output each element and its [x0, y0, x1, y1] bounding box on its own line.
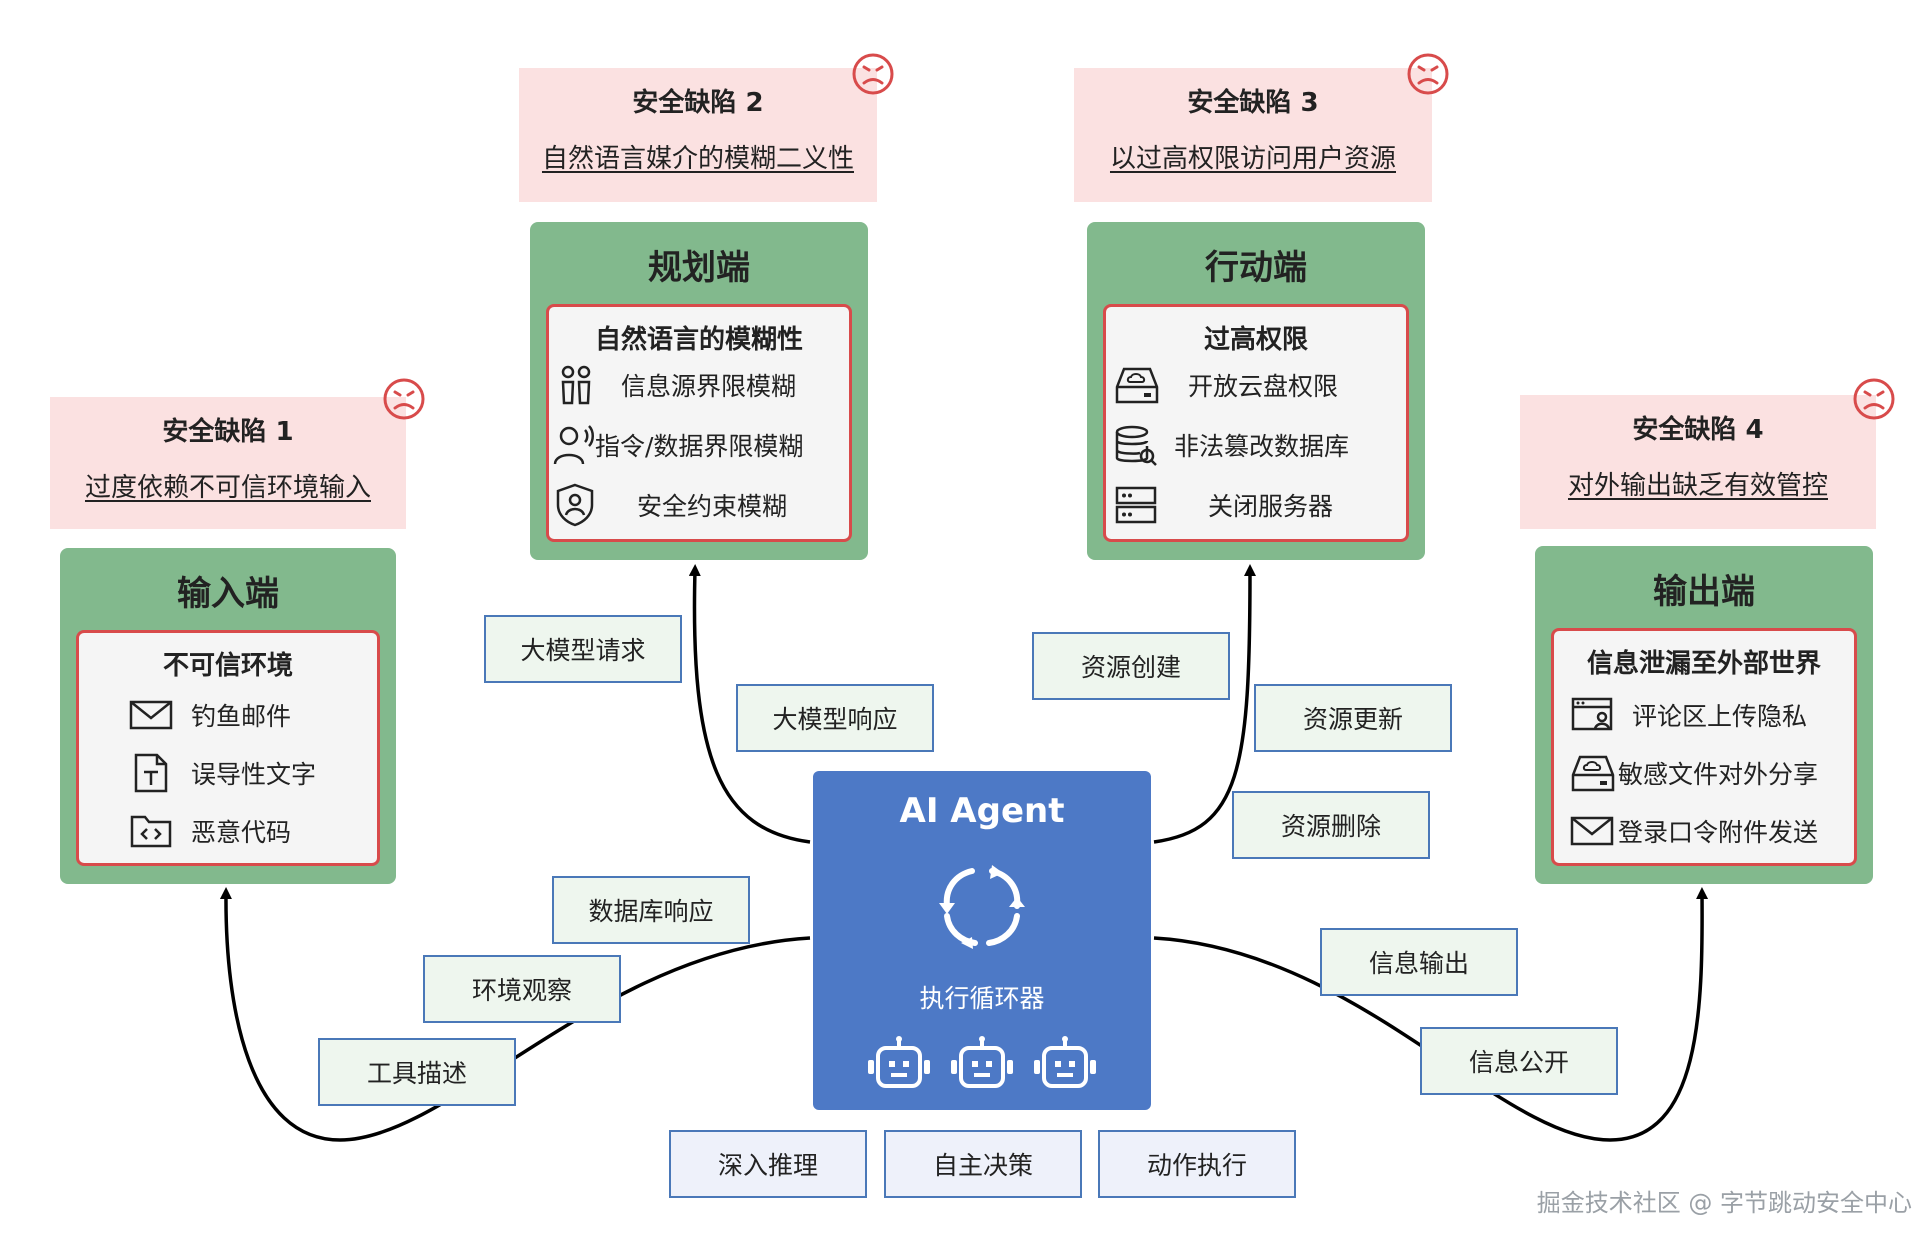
robot-icon [868, 1036, 930, 1088]
robot-icon [951, 1036, 1013, 1088]
panel-title: 规划端 [648, 248, 750, 288]
arrow-to-action [1153, 564, 1256, 844]
defect-description: 过度依赖不可信环境输入 [84, 473, 371, 503]
list-item: 非法篡改数据库 [1106, 423, 1406, 467]
browser-user-icon [1571, 697, 1613, 731]
action-panel: 行动端 过高权限 开放云盘权限 非法篡改数据库 [1087, 222, 1425, 560]
text-file-icon [134, 753, 168, 793]
list-item: 信息源界限模糊 [549, 363, 849, 407]
planning-panel: 规划端 自然语言的模糊性 信息源界限模糊 指令/数据界限模糊 [530, 222, 868, 560]
item-label: 恶意代码 [191, 818, 292, 847]
tag-info-public: 信息公开 [1420, 1027, 1618, 1095]
list-item: 指令/数据界限模糊 [549, 423, 849, 467]
inner-title: 不可信环境 [162, 651, 293, 681]
agent-loop-label: 执行循环器 [919, 984, 1045, 1013]
defect-title: 安全缺陷 1 [162, 417, 294, 447]
item-label: 非法篡改数据库 [1174, 432, 1350, 461]
defect-title: 安全缺陷 2 [632, 88, 764, 118]
list-item: 开放云盘权限 [1106, 363, 1406, 407]
voice-user-icon [553, 425, 594, 465]
panel-inner-box: 过高权限 开放云盘权限 非法篡改数据库 [1103, 304, 1409, 542]
item-label: 开放云盘权限 [1188, 372, 1339, 401]
security-defect-1: 安全缺陷 1 过度依赖不可信环境输入 [50, 397, 406, 529]
item-label: 评论区上传隐私 [1632, 702, 1808, 731]
shield-user-icon [556, 483, 594, 527]
arrow-to-input [219, 887, 811, 1142]
defect-title: 安全缺陷 4 [1632, 415, 1764, 445]
database-search-icon [1115, 425, 1157, 466]
code-folder-icon [130, 815, 172, 848]
defect-title: 安全缺陷 3 [1187, 88, 1319, 118]
inner-title: 信息泄漏至外部世界 [1586, 649, 1821, 679]
list-item: 误导性文字 [79, 751, 377, 795]
envelope-icon [1570, 816, 1614, 846]
item-label: 误导性文字 [191, 760, 317, 789]
watermark: 掘金技术社区 @ 字节跳动安全中心 [1536, 1189, 1912, 1217]
tag-resource-delete: 资源删除 [1232, 791, 1430, 859]
panel-inner-box: 不可信环境 钓鱼邮件 误导性文字 恶意代码 [76, 630, 380, 866]
tag-info-output: 信息输出 [1320, 928, 1518, 996]
robot-icon [1034, 1036, 1096, 1088]
inner-title: 过高权限 [1203, 325, 1308, 355]
cloud-drive-icon [1571, 755, 1615, 792]
tag-llm-response: 大模型响应 [736, 684, 934, 752]
security-defect-4: 安全缺陷 4 对外输出缺乏有效管控 [1520, 395, 1876, 529]
people-icon [561, 365, 591, 405]
tag-action-execution: 动作执行 [1098, 1130, 1296, 1198]
item-label: 登录口令附件发送 [1618, 818, 1819, 847]
tag-deep-reasoning: 深入推理 [669, 1130, 867, 1198]
loop-arrows-icon [939, 865, 1025, 949]
server-icon [1115, 486, 1157, 524]
envelope-icon [129, 700, 173, 730]
cloud-drive-icon [1115, 367, 1159, 404]
arrow-to-output [1153, 887, 1709, 1142]
list-item: 评论区上传隐私 [1554, 693, 1854, 737]
list-item: 登录口令附件发送 [1554, 809, 1854, 853]
item-label: 关闭服务器 [1208, 492, 1334, 521]
panel-title: 输入端 [177, 574, 279, 614]
list-item: 恶意代码 [79, 809, 377, 853]
defect-description: 以过高权限访问用户资源 [1109, 144, 1396, 174]
inner-title: 自然语言的模糊性 [594, 325, 803, 355]
panel-inner-box: 自然语言的模糊性 信息源界限模糊 指令/数据界限模糊 安全约束模糊 [546, 304, 852, 542]
sad-face-icon [383, 378, 425, 420]
sad-face-icon [1407, 53, 1449, 95]
item-label: 安全约束模糊 [637, 492, 788, 521]
sad-face-icon [852, 53, 894, 95]
tag-resource-create: 资源创建 [1032, 632, 1230, 700]
item-label: 信息源界限模糊 [621, 372, 797, 401]
list-item: 关闭服务器 [1106, 483, 1406, 527]
security-defect-3: 安全缺陷 3 以过高权限访问用户资源 [1074, 68, 1432, 202]
tag-llm-request: 大模型请求 [484, 615, 682, 683]
list-item: 钓鱼邮件 [79, 693, 377, 737]
item-label: 钓鱼邮件 [191, 702, 292, 731]
list-item: 敏感文件对外分享 [1554, 751, 1854, 795]
item-label: 指令/数据界限模糊 [595, 432, 804, 461]
tag-tool-description: 工具描述 [318, 1038, 516, 1106]
ai-agent-box: AI Agent 执行循环器 [813, 771, 1151, 1110]
security-defect-2: 安全缺陷 2 自然语言媒介的模糊二义性 [519, 68, 877, 202]
tag-resource-update: 资源更新 [1254, 684, 1452, 752]
input-panel: 输入端 不可信环境 钓鱼邮件 误导性文字 恶意代码 [60, 548, 396, 884]
panel-inner-box: 信息泄漏至外部世界 评论区上传隐私 敏感文件对外分享 [1551, 628, 1857, 866]
arrow-to-planning [688, 564, 811, 844]
sad-face-icon [1853, 378, 1895, 420]
panel-title: 行动端 [1205, 248, 1307, 288]
tag-autonomous-decision: 自主决策 [884, 1130, 1082, 1198]
defect-description: 自然语言媒介的模糊二义性 [541, 144, 854, 174]
output-panel: 输出端 信息泄漏至外部世界 评论区上传隐私 敏感文件对外分享 [1535, 546, 1873, 884]
list-item: 安全约束模糊 [549, 483, 849, 527]
tag-db-response: 数据库响应 [552, 876, 750, 944]
agent-title: AI Agent [899, 791, 1065, 831]
tag-env-observe: 环境观察 [423, 955, 621, 1023]
panel-title: 输出端 [1653, 572, 1755, 612]
defect-description: 对外输出缺乏有效管控 [1567, 471, 1828, 501]
item-label: 敏感文件对外分享 [1618, 760, 1819, 789]
